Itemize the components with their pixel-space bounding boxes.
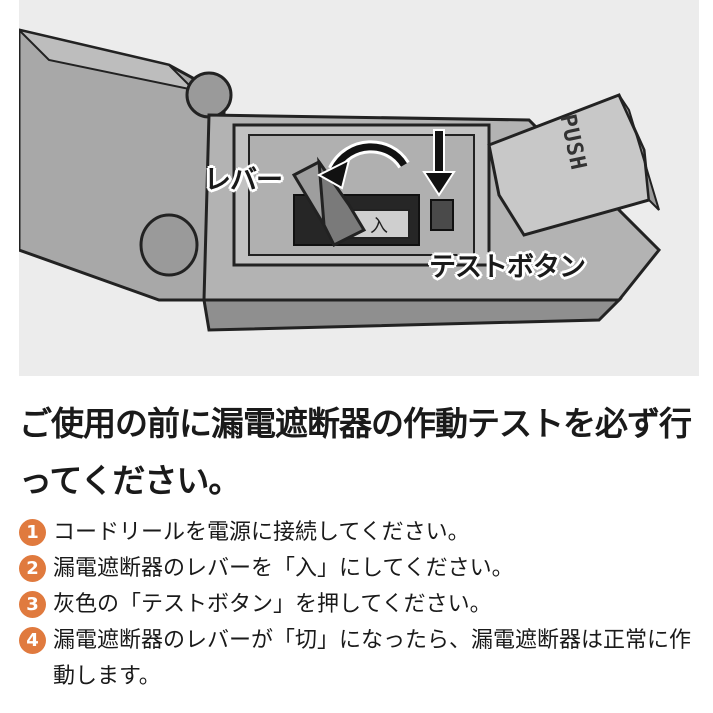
list-item: 3 灰色の「テストボタン」を押してください。 — [19, 587, 709, 623]
list-item: 2 漏電遮断器のレバーを「入」にしてください。 — [19, 551, 709, 587]
steps-list: 1 コードリールを電源に接続してください。 2 漏電遮断器のレバーを「入」にして… — [19, 515, 709, 695]
page-title: ご使用の前に漏電遮断器の作動テストを必ず行ってください。 — [19, 404, 692, 500]
list-item: 1 コードリールを電源に接続してください。 — [19, 515, 709, 551]
test-button-label: テストボタン — [429, 252, 586, 283]
breaker-device-drawing: 入 — [19, 28, 662, 332]
lever-on-mark: 入 — [370, 216, 388, 237]
step-text: コードリールを電源に接続してください。 — [53, 520, 470, 545]
lever-label: レバー — [204, 165, 283, 196]
step-text: 漏電遮断器のレバーを「入」にしてください。 — [53, 556, 514, 581]
step-number-badge: 2 — [19, 555, 46, 582]
step-number-badge: 4 — [19, 627, 46, 654]
list-item: 4 漏電遮断器のレバーが「切」になったら、漏電遮断器は正常に作動します。 — [19, 623, 709, 695]
step-text: 漏電遮断器のレバーが「切」になったら、漏電遮断器は正常に作動します。 — [53, 628, 692, 689]
step-number-badge: 3 — [19, 591, 46, 618]
step-text: 灰色の「テストボタン」を押してください。 — [53, 592, 492, 617]
illustration: 入 レバー テストボタン PUSH — [19, 0, 699, 376]
step-number-badge: 1 — [19, 519, 46, 546]
